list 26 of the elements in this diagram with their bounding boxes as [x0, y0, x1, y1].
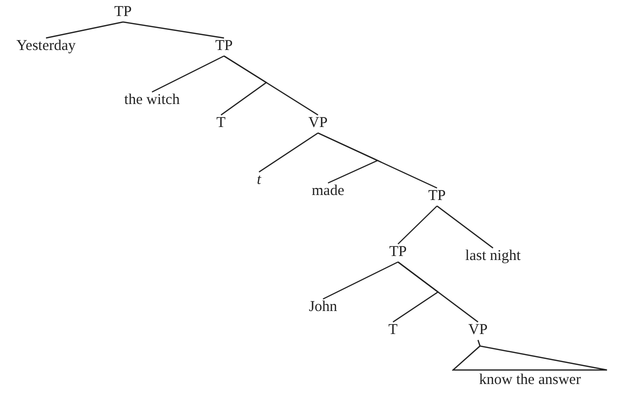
tree-branch: [318, 132, 379, 184]
tree-leaf-label: know the answer: [478, 371, 582, 389]
tree-node-label: VP: [468, 321, 488, 339]
tree-branch: [220, 56, 268, 116]
tree-node-label: TP: [428, 187, 446, 205]
tree-node-label: TP: [389, 243, 407, 261]
tree-branch: [122, 21, 224, 39]
tree-node-label: John: [308, 298, 338, 316]
tree-node-label: T: [216, 114, 226, 132]
tree-node-label: made: [312, 182, 344, 200]
tree-node-label: Yesterday: [16, 37, 76, 55]
tree-branch: [392, 262, 440, 322]
tree-branch: [152, 55, 224, 93]
tree-node-label: T: [388, 321, 398, 339]
tree-branch: [477, 340, 481, 346]
tree-node-label: t: [256, 171, 262, 189]
tree-branch: [46, 21, 124, 39]
tree-branch: [322, 261, 398, 300]
tree-branch: [398, 206, 438, 244]
tree-node-label: VP: [308, 114, 328, 132]
tree-branch: [258, 132, 318, 172]
tree-node-label: TP: [215, 37, 233, 55]
tree-branch: [436, 206, 494, 248]
tree-node-label: TP: [114, 3, 132, 21]
tree-node-label: the witch: [124, 91, 180, 109]
tree-node-label: last night: [465, 247, 521, 265]
